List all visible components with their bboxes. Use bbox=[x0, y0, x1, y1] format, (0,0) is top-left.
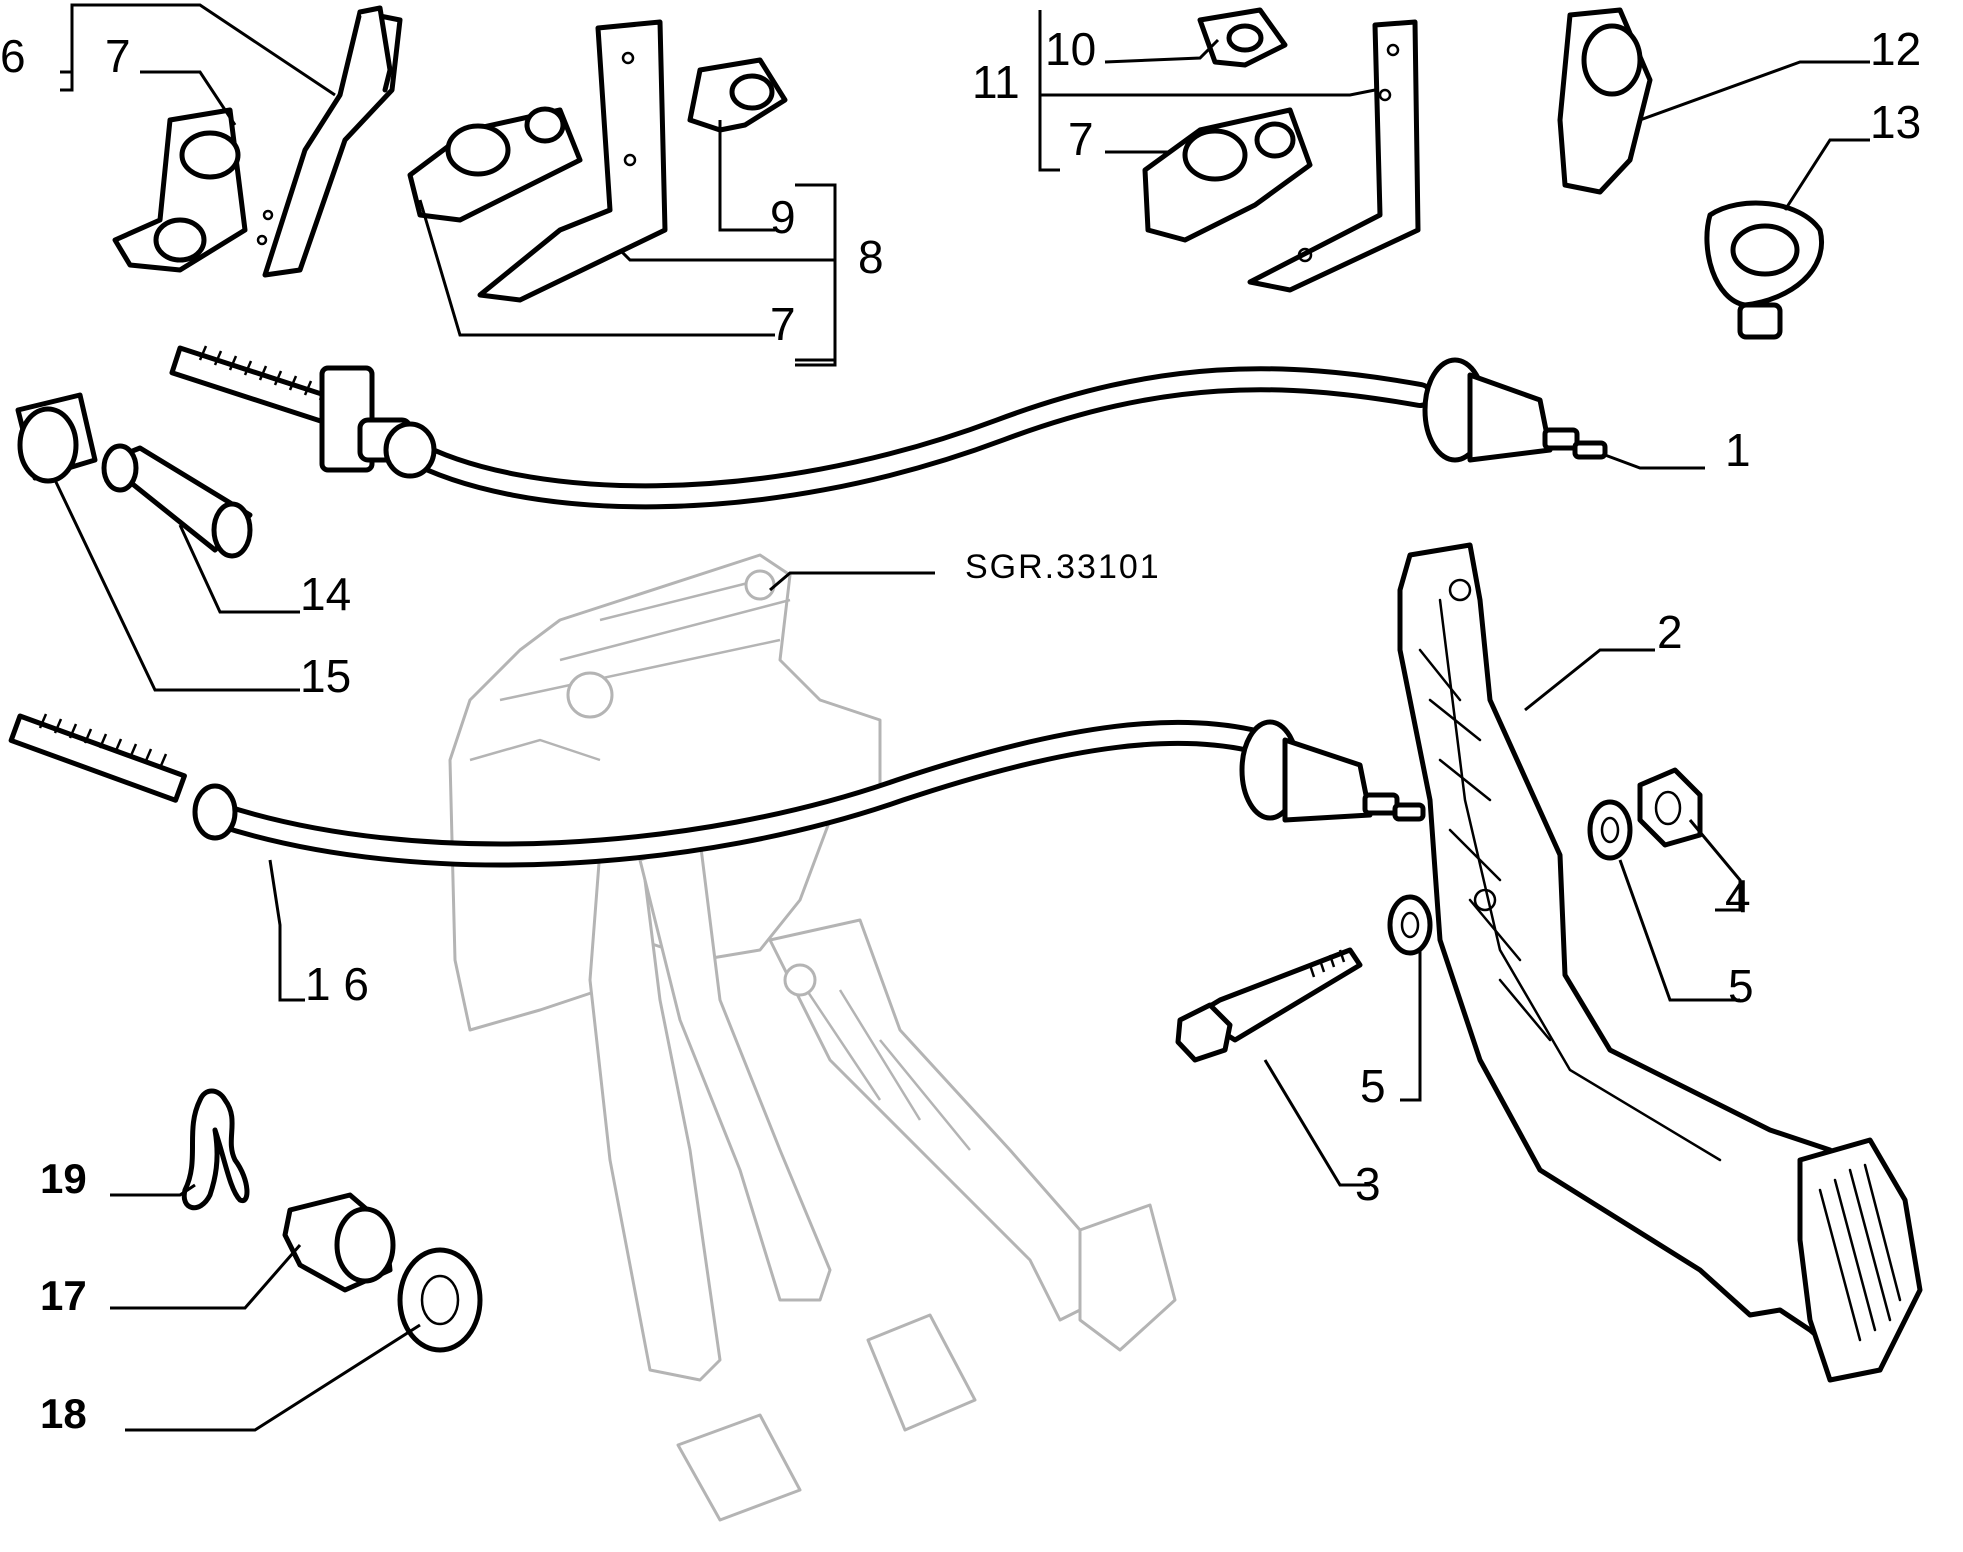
clip-10 bbox=[1197, 7, 1288, 68]
nut-4 bbox=[1637, 767, 1703, 848]
callout-16: 1 6 bbox=[305, 958, 369, 1010]
callout-labels: 1 2 3 4 5 5 6 7 7 7 8 9 10 11 12 13 14 1… bbox=[0, 23, 1921, 1437]
bracket-11 bbox=[1247, 19, 1421, 293]
bracket-6 bbox=[256, 5, 403, 278]
callout-6: 6 bbox=[0, 30, 26, 82]
callout-2: 2 bbox=[1657, 606, 1683, 658]
callout-12: 12 bbox=[1870, 23, 1921, 75]
clip-9 bbox=[687, 57, 788, 133]
callout-7-middle: 7 bbox=[770, 298, 796, 350]
callout-8: 8 bbox=[858, 231, 884, 283]
callout-1: 1 bbox=[1725, 424, 1751, 476]
spring-clip-19 bbox=[181, 1088, 250, 1210]
callout-13: 13 bbox=[1870, 96, 1921, 148]
clip-12 bbox=[1557, 7, 1653, 195]
accelerator-pedal bbox=[1397, 542, 1923, 1383]
bracket-8 bbox=[477, 19, 668, 303]
callout-5-lower: 5 bbox=[1360, 1060, 1386, 1112]
callout-9: 9 bbox=[770, 191, 796, 243]
callout-15: 15 bbox=[300, 650, 351, 702]
reference-code: SGR.33101 bbox=[965, 548, 1161, 586]
washer-18 bbox=[397, 1247, 483, 1353]
callout-3: 3 bbox=[1355, 1158, 1381, 1210]
clip-7-middle bbox=[407, 106, 583, 223]
clip-7-left bbox=[112, 107, 248, 273]
accelerator-cable bbox=[8, 713, 1426, 868]
callout-14: 14 bbox=[300, 568, 351, 620]
bushing-14 bbox=[101, 443, 253, 559]
clip-7-right bbox=[1142, 107, 1313, 243]
callout-10: 10 bbox=[1045, 23, 1096, 75]
grommet-17 bbox=[282, 1192, 396, 1293]
washer-5-upper bbox=[1587, 799, 1633, 861]
clip-13 bbox=[1704, 200, 1824, 340]
callout-7-left: 7 bbox=[105, 30, 131, 82]
callout-4: 4 bbox=[1725, 870, 1751, 922]
clutch-cable bbox=[169, 345, 1608, 510]
callout-17: 17 bbox=[40, 1272, 87, 1319]
bushing-15 bbox=[15, 392, 98, 484]
callout-5-upper: 5 bbox=[1728, 960, 1754, 1012]
leader-lines bbox=[53, 3, 1870, 1432]
callout-19: 19 bbox=[40, 1155, 87, 1202]
callout-18: 18 bbox=[40, 1390, 87, 1437]
bolt-3 bbox=[1175, 947, 1363, 1063]
pedal-box-reference-assembly bbox=[448, 553, 1177, 1522]
callout-11: 11 bbox=[972, 56, 1020, 108]
callout-7-right: 7 bbox=[1068, 113, 1094, 165]
washer-5-lower bbox=[1387, 894, 1433, 956]
